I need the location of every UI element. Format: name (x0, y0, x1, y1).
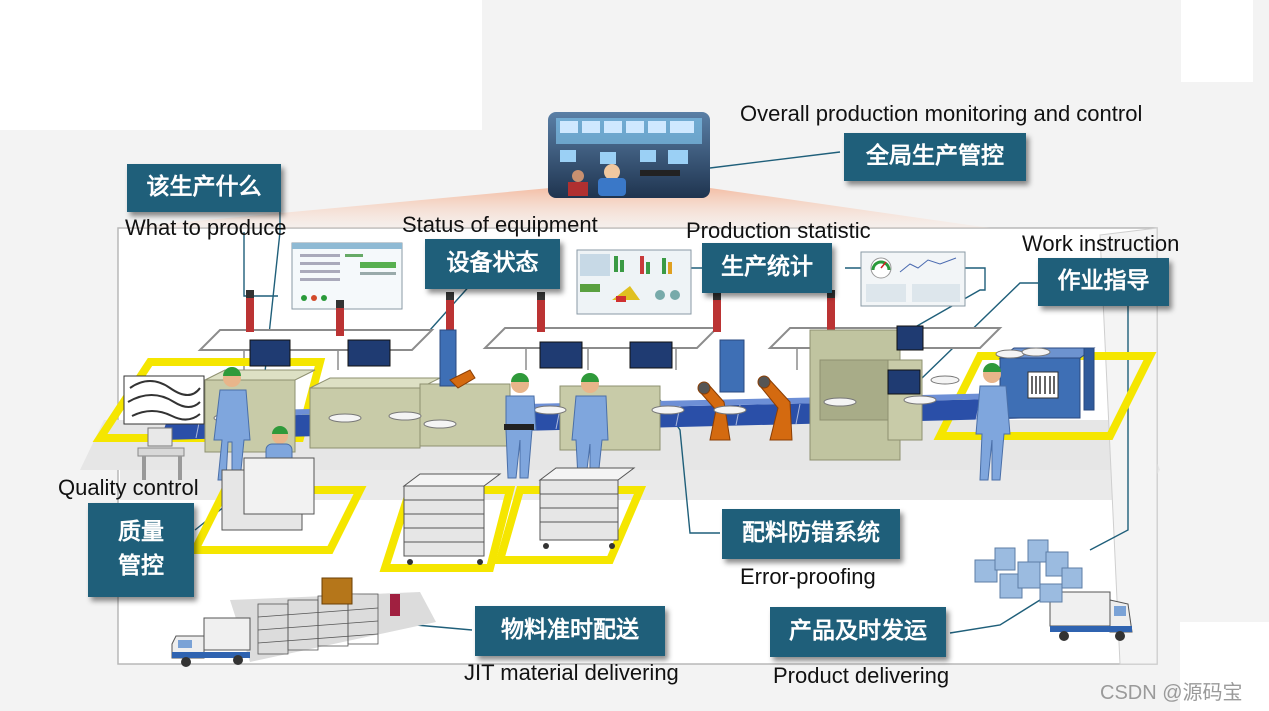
equipment-status-caption: Status of equipment (402, 212, 598, 237)
error-proofing-label: 配料防错系统 (722, 509, 900, 559)
what-to-produce-label: 该生产什么 (127, 164, 281, 212)
quality-control-label-line-1: 质量 (118, 519, 164, 546)
truck-left (171, 617, 251, 667)
production-statistic-label: 生产统计 (702, 243, 832, 293)
what-to-produce-caption: What to produce (125, 215, 287, 240)
product-delivery-caption: Product delivering (773, 663, 950, 688)
buildings (974, 539, 1083, 603)
status-screen-2 (576, 249, 692, 315)
material-pile (123, 375, 205, 425)
quality-control-label: 质量 管控 (88, 503, 194, 597)
equipment-status-label: 设备状态 (425, 239, 560, 289)
status-screen-1 (291, 242, 403, 310)
truck-right (1049, 591, 1133, 641)
product-delivery-label: 产品及时发运 (770, 607, 946, 657)
watermark: CSDN @源码宝 (1100, 682, 1243, 704)
error-proofing-caption: Error-proofing (740, 564, 876, 589)
workers (213, 363, 1011, 481)
overall-control-label: 全局生产管控 (844, 133, 1026, 181)
jit-delivery-caption: JIT material delivering (464, 660, 679, 685)
signal-towers (246, 290, 835, 336)
quality-control-caption: Quality control (58, 475, 199, 500)
status-screen-3 (860, 251, 966, 307)
production-statistic-caption: Production statistic (686, 218, 871, 243)
work-instruction-label: 作业指导 (1038, 258, 1169, 306)
warehouse-grid (230, 592, 436, 662)
quality-control-label-line-2: 管控 (118, 553, 164, 579)
inspection-desk (137, 427, 185, 480)
machines (204, 329, 923, 461)
work-instruction-caption: Work instruction (1022, 231, 1180, 256)
monitors (249, 325, 924, 395)
carts (221, 457, 636, 557)
control-room-image (548, 112, 710, 198)
overall-control-caption: Overall production monitoring and contro… (740, 101, 1143, 126)
jit-delivery-label: 物料准时配送 (475, 606, 665, 656)
products (213, 347, 1051, 429)
